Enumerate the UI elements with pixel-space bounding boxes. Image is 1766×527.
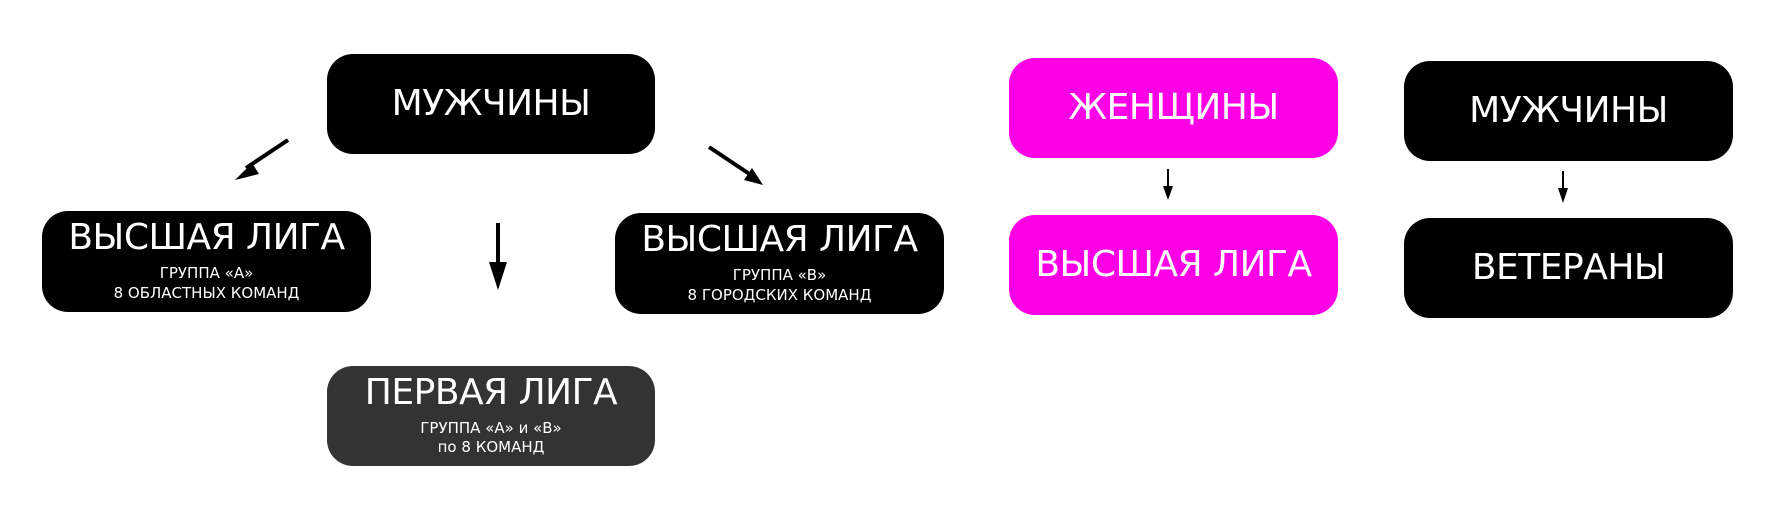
first-league-title: ПЕРВАЯ ЛИГА — [364, 371, 618, 413]
men-veterans-root-node: МУЖЧИНЫ — [1404, 61, 1733, 161]
first-league-line1: ГРУППА «А» и «В» — [420, 418, 562, 437]
arrow-root-to-group-a — [235, 138, 290, 180]
arrow-root-to-first-league — [489, 223, 507, 290]
first-league-node: ПЕРВАЯ ЛИГА ГРУППА «А» и «В» по 8 КОМАНД — [327, 366, 655, 466]
high-league-group-b-node: ВЫСШАЯ ЛИГА ГРУППА «В» 8 ГОРОДСКИХ КОМАН… — [615, 213, 944, 314]
men-root-node: МУЖЧИНЫ — [327, 54, 655, 154]
high-league-group-a-line1: ГРУППА «А» — [159, 264, 254, 282]
high-league-group-b-line1: ГРУППА «В» — [732, 266, 827, 284]
women-high-league-node: ВЫСШАЯ ЛИГА — [1009, 215, 1338, 315]
arrow-root-to-group-b — [707, 145, 763, 185]
women-root-title: ЖЕНЩИНЫ — [1068, 87, 1279, 128]
veterans-node: ВЕТЕРАНЫ — [1404, 218, 1733, 318]
high-league-group-b-title: ВЫСШАЯ ЛИГА — [641, 219, 918, 260]
high-league-group-a-node: ВЫСШАЯ ЛИГА ГРУППА «А» 8 ОБЛАСТНЫХ КОМАН… — [42, 211, 371, 312]
men-root-title: МУЖЧИНЫ — [391, 83, 591, 124]
first-league-line2: по 8 КОМАНД — [437, 438, 545, 456]
veterans-title: ВЕТЕРАНЫ — [1471, 247, 1666, 288]
high-league-group-b-line2: 8 ГОРОДСКИХ КОМАНД — [687, 285, 872, 304]
arrow-women-to-child — [1163, 169, 1173, 200]
men-veterans-root-title: МУЖЧИНЫ — [1469, 90, 1668, 131]
high-league-group-a-line2: 8 ОБЛАСТНЫХ КОМАНД — [113, 283, 300, 302]
women-root-node: ЖЕНЩИНЫ — [1009, 58, 1338, 158]
arrow-men-to-veterans — [1558, 171, 1568, 203]
high-league-group-a-title: ВЫСШАЯ ЛИГА — [68, 217, 345, 258]
women-high-league-title: ВЫСШАЯ ЛИГА — [1035, 244, 1312, 285]
